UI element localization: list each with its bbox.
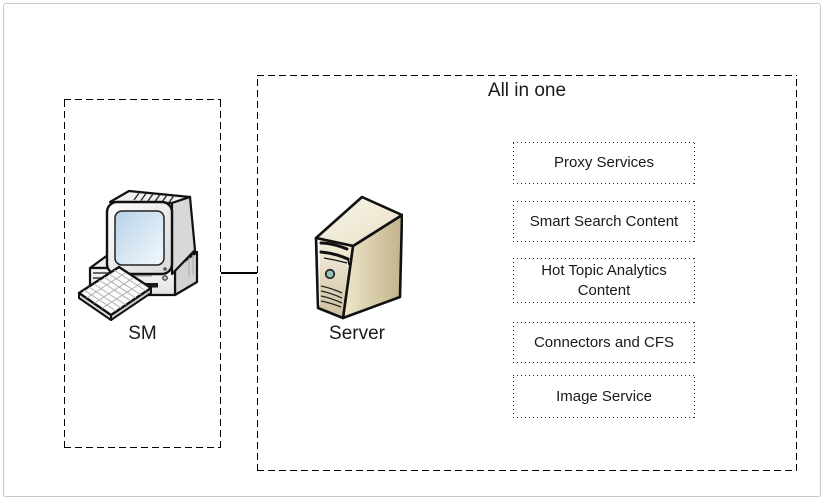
workstation-icon (77, 189, 200, 321)
service-box-connectors-and-cfs: Connectors and CFS (513, 322, 695, 363)
service-label: Image Service (556, 387, 652, 405)
service-box-proxy-services: Proxy Services (513, 142, 695, 184)
service-label: Hot Topic Analytics Content (541, 262, 667, 299)
server-label: Server (329, 323, 385, 344)
sm-label: SM (128, 323, 157, 344)
service-label: Smart Search Content (529, 212, 679, 230)
server-tower-icon (311, 195, 403, 325)
connector-line (221, 272, 257, 274)
canvas-border (3, 3, 821, 497)
service-box-image-service: Image Service (513, 375, 695, 418)
service-label: Connectors and CFS (533, 333, 675, 351)
service-label: Proxy Services (553, 154, 655, 172)
service-box-hot-topic-analytics-content: Hot Topic Analytics Content (513, 258, 695, 303)
service-box-smart-search-content: Smart Search Content (513, 201, 695, 242)
all-in-one-title: All in one (487, 80, 567, 101)
